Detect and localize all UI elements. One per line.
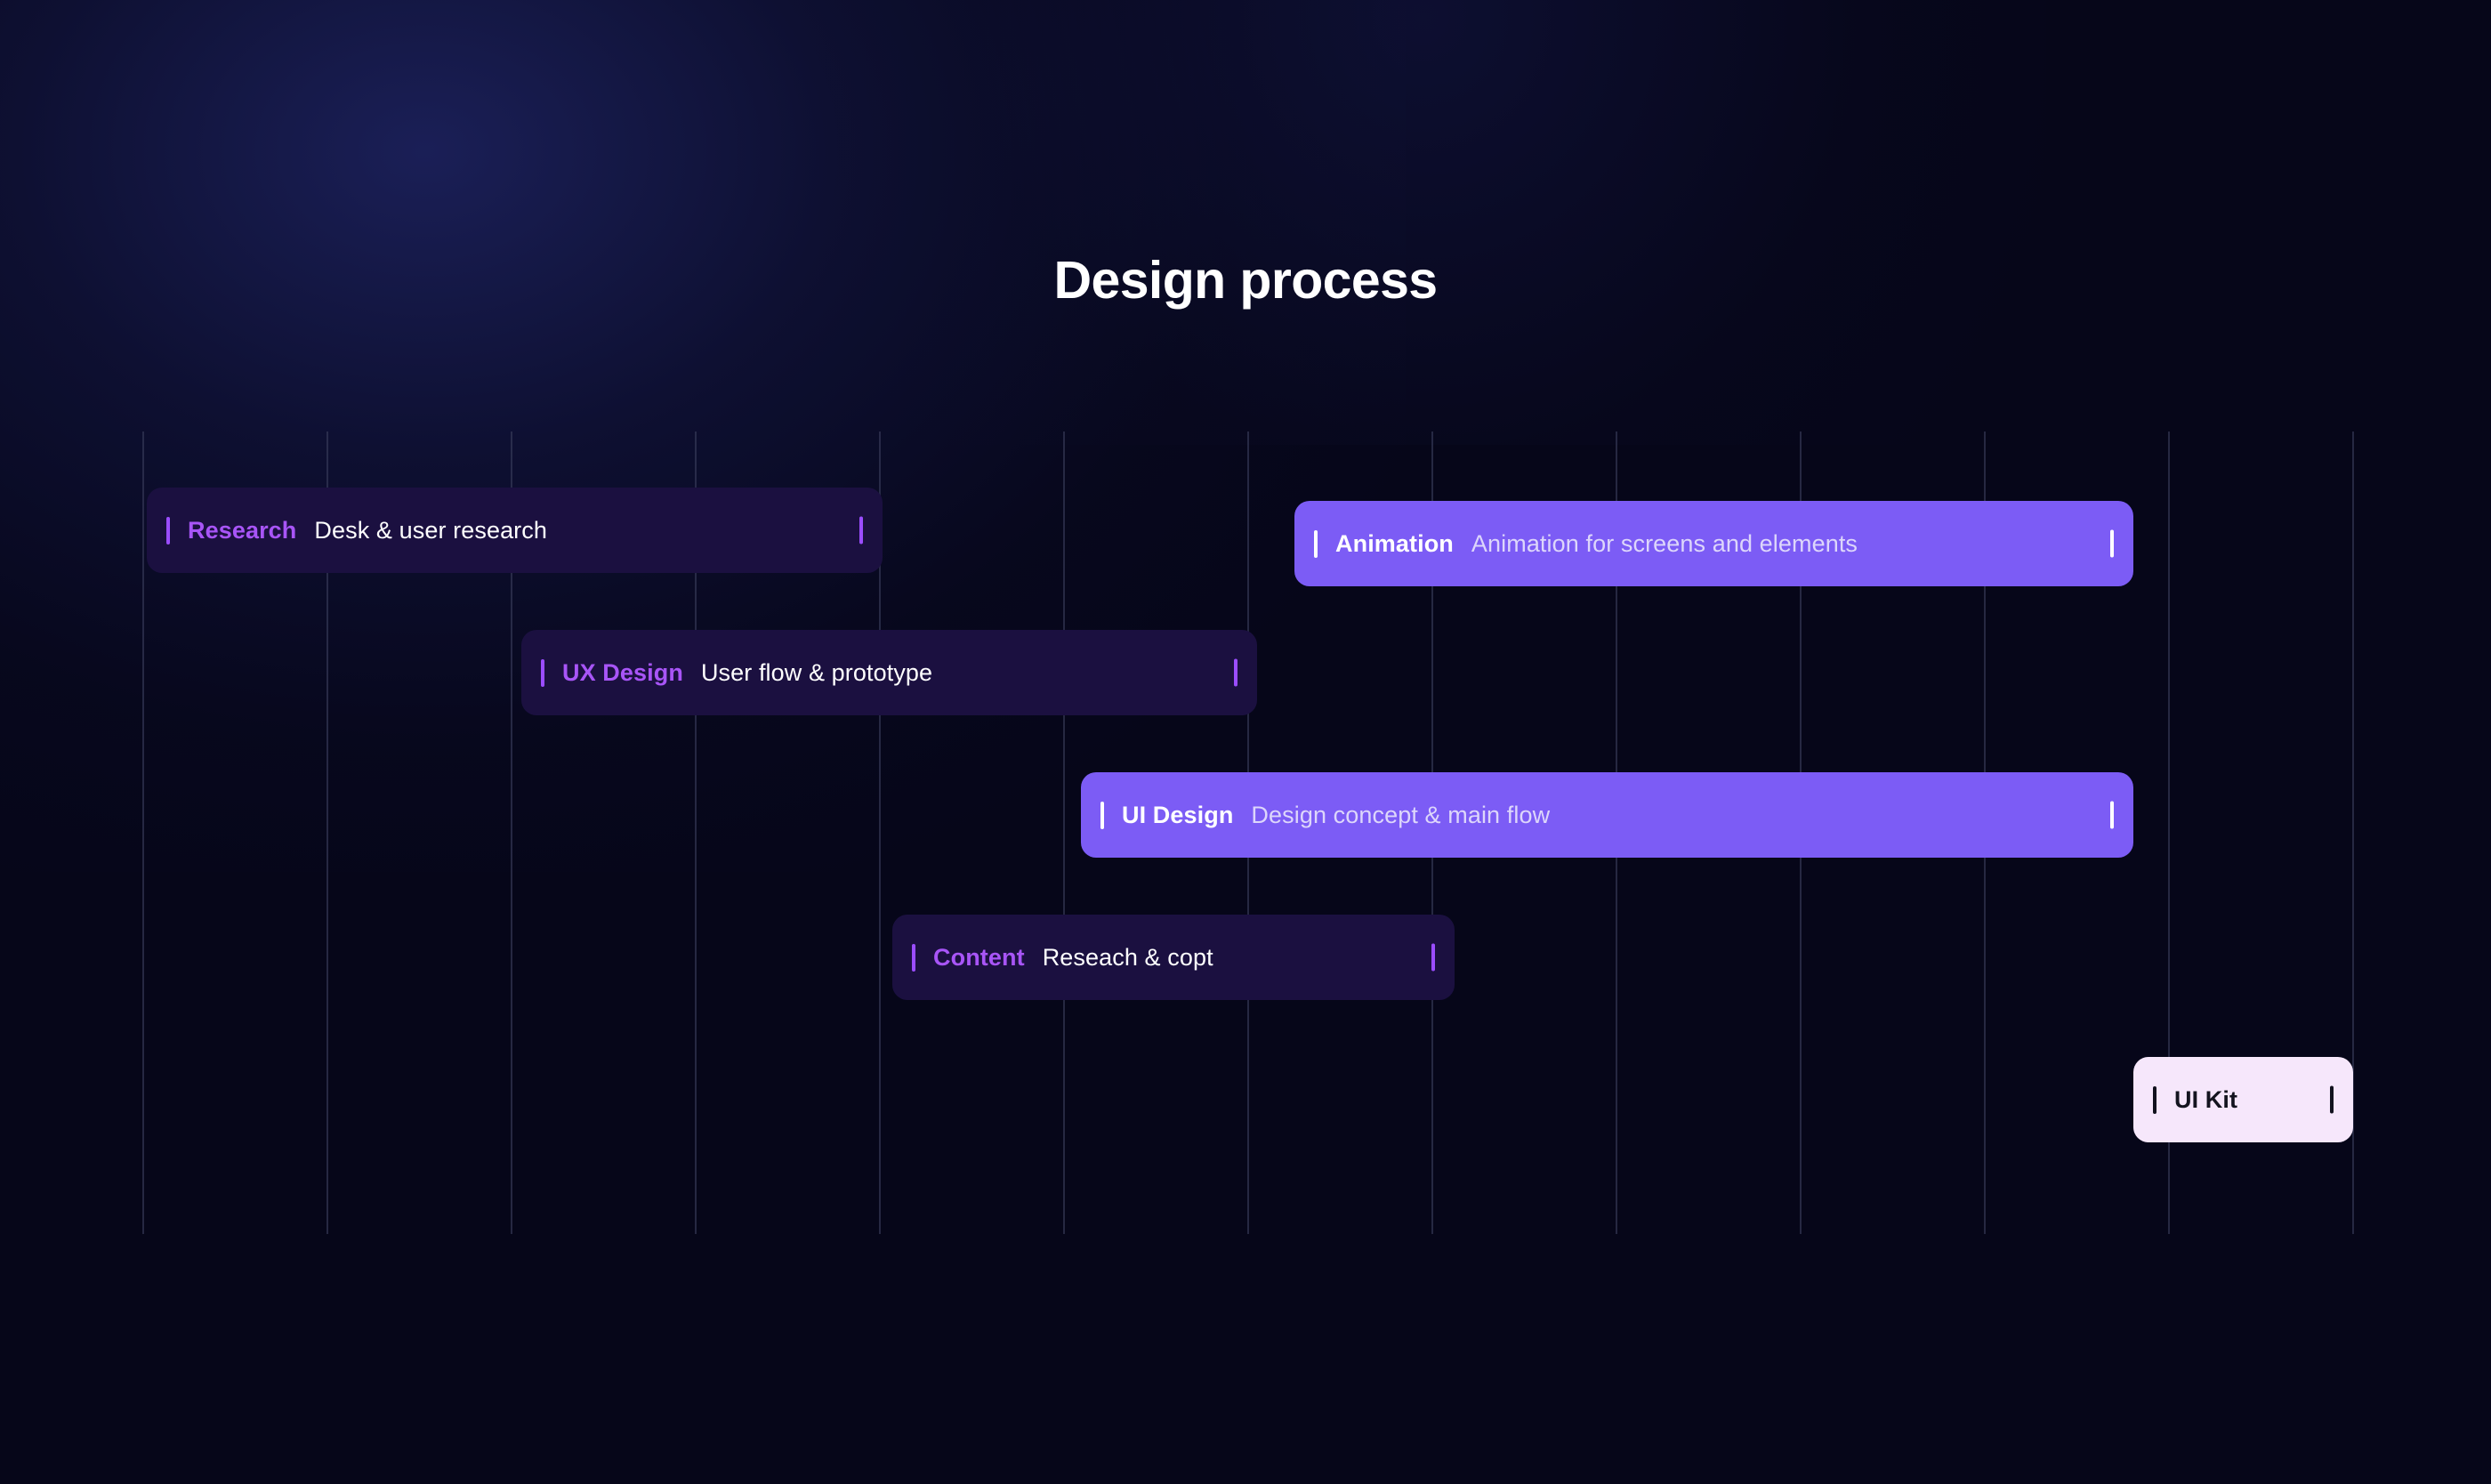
gantt-bar-description-animation: Animation for screens and elements <box>1471 529 1858 557</box>
gantt-bar-ui-design[interactable]: UI Design Design concept & main flow <box>1081 772 2133 858</box>
resize-handle-right-research[interactable] <box>859 516 863 544</box>
gantt-bar-label-ux-design: UX Design <box>562 658 683 686</box>
gantt-bar-animation[interactable]: Animation Animation for screens and eleme… <box>1294 501 2133 586</box>
resize-handle-right-ux-design[interactable] <box>1234 658 1237 687</box>
gantt-bar-description-research: Desk & user research <box>314 516 547 544</box>
gantt-bar-label-animation: Animation <box>1335 529 1454 557</box>
resize-handle-right-content[interactable] <box>1431 943 1435 972</box>
page-title: Design process <box>1053 251 1439 310</box>
resize-handle-left-ux-design[interactable] <box>541 658 544 687</box>
gantt-bar-description-content: Reseach & copt <box>1042 943 1213 971</box>
resize-handle-left-animation[interactable] <box>1314 529 1318 558</box>
gantt-bar-content[interactable]: Content Reseach & copt <box>892 915 1455 1000</box>
gantt-bar-description-ux-design: User flow & prototype <box>700 658 933 686</box>
gantt-bar-ui-kit[interactable]: UI Kit <box>2133 1057 2353 1142</box>
resize-handle-right-animation[interactable] <box>2110 529 2114 558</box>
resize-handle-left-content[interactable] <box>912 943 915 972</box>
resize-handle-right-ui-kit[interactable] <box>2330 1085 2334 1114</box>
gantt-bar-ux-design[interactable]: UX Design User flow & prototype <box>521 630 1257 715</box>
gantt-bar-label-ui-design: UI Design <box>1122 801 1234 828</box>
resize-handle-right-ui-design[interactable] <box>2110 801 2114 829</box>
gantt-bar-label-content: Content <box>933 943 1025 971</box>
gantt-bar-research[interactable]: Research Desk & user research <box>147 488 883 573</box>
resize-handle-left-ui-design[interactable] <box>1100 801 1104 829</box>
resize-handle-left-research[interactable] <box>166 516 170 544</box>
gantt-bar-description-ui-design: Design concept & main flow <box>1251 801 1551 828</box>
gantt-bar-label-ui-kit: UI Kit <box>2174 1085 2238 1113</box>
resize-handle-left-ui-kit[interactable] <box>2153 1085 2156 1114</box>
gantt-bar-label-research: Research <box>188 516 297 544</box>
